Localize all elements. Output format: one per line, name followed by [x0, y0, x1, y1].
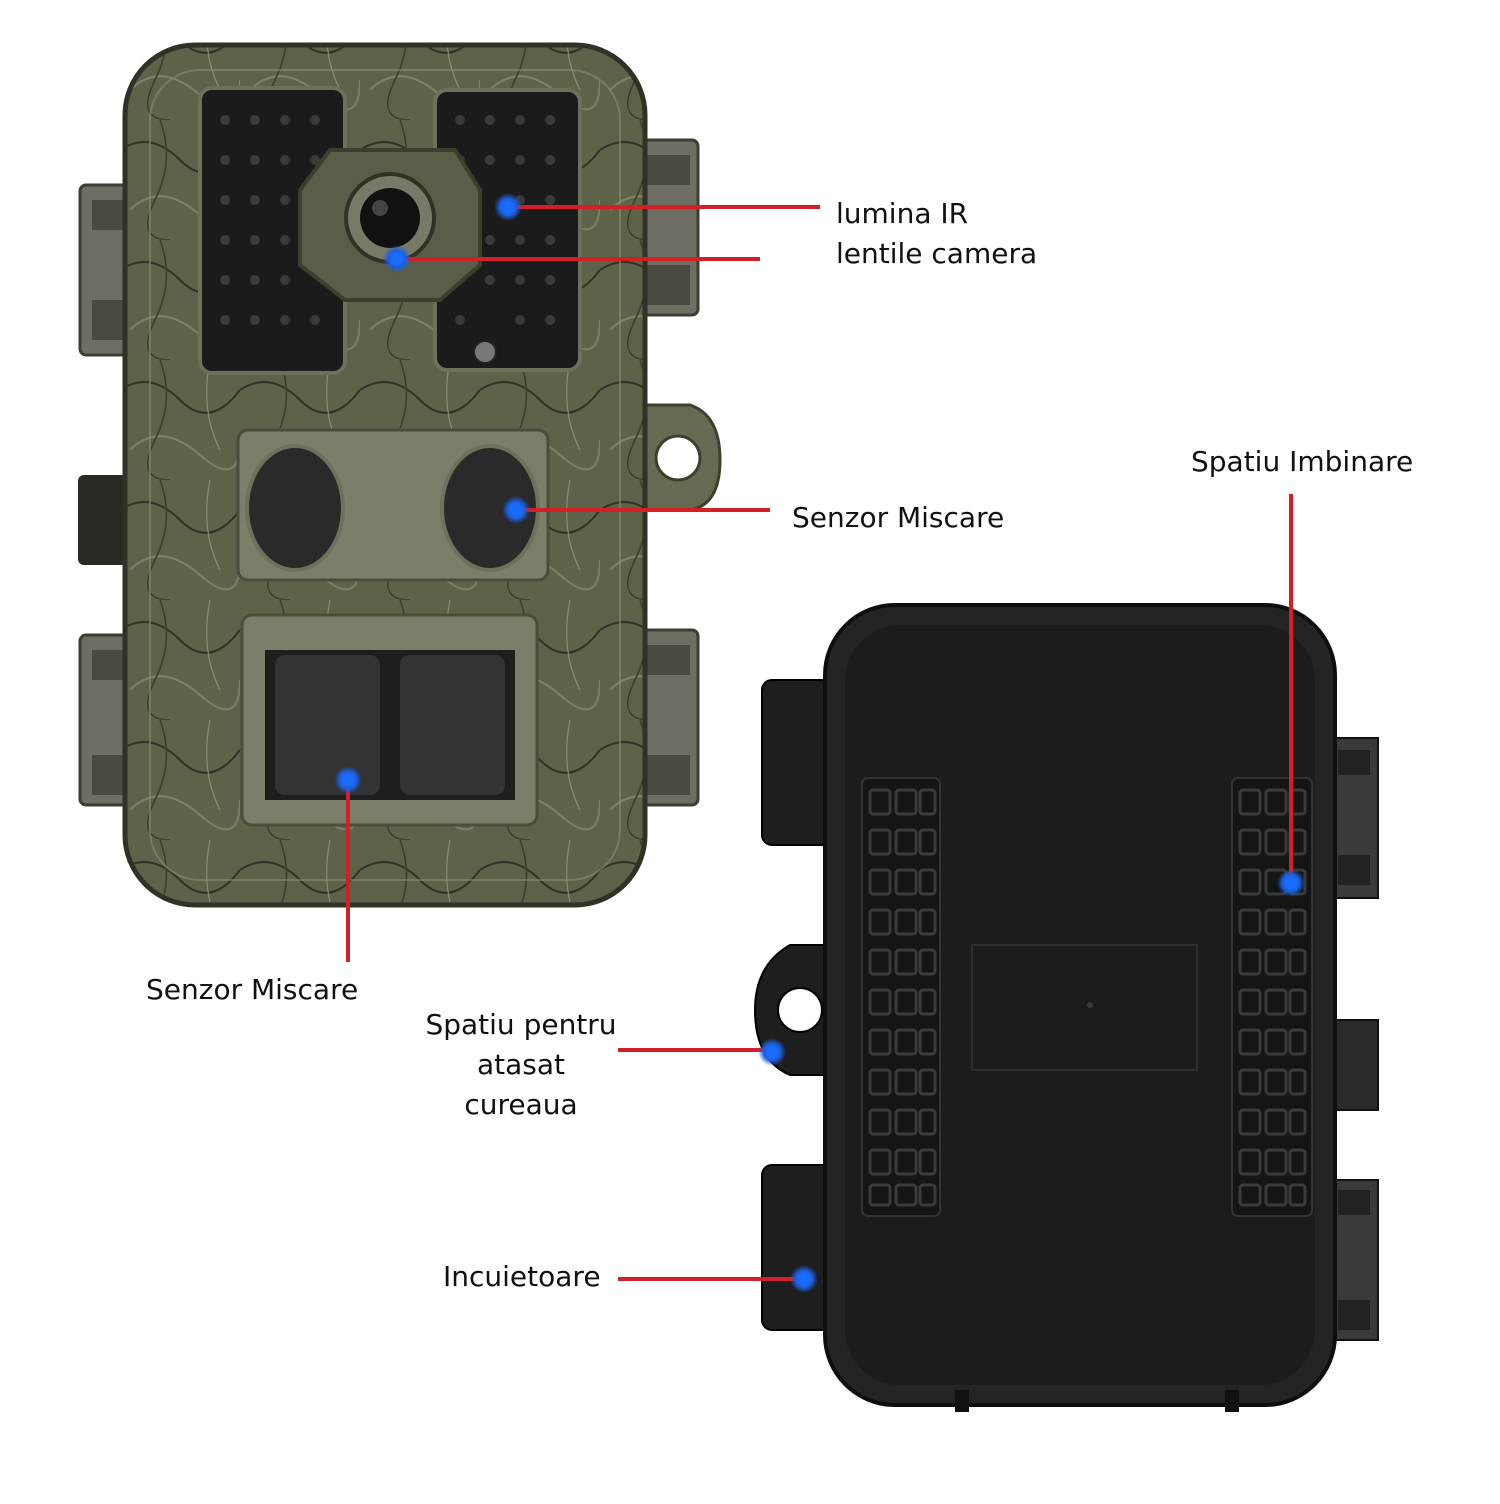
light-sensor-icon [473, 340, 497, 364]
label-ir-light: lumina IR [836, 197, 969, 230]
back-camera [753, 603, 1379, 1412]
back-center-panel [971, 944, 1198, 1071]
front-left-latch [78, 475, 128, 565]
back-right-clip-middle [1329, 1019, 1379, 1111]
marker-dots [334, 193, 1305, 1293]
label-strap-space-line1: Spatiu pentru [425, 1008, 617, 1041]
label-strap-space-line2: atasat [476, 1048, 566, 1081]
label-motion-sensor-lower: Senzor Miscare [146, 973, 359, 1006]
label-joint-space: Spatiu Imbinare [1191, 445, 1414, 478]
label-strap-space-line3: cureaua [464, 1088, 578, 1121]
label-motion-sensor-upper: Senzor Miscare [792, 501, 1005, 534]
front-camera [78, 42, 722, 908]
back-strap-channel-left [861, 777, 941, 1217]
label-camera-lens: lentile camera [836, 237, 1038, 270]
leader-lines [346, 205, 1293, 1281]
back-strap-channel-right [1231, 777, 1313, 1217]
label-strap-space: Spatiu pentru atasat cureaua [420, 1005, 622, 1125]
motion-sensor-left-lens [245, 444, 345, 572]
label-lock: Incuietoare [443, 1260, 601, 1293]
